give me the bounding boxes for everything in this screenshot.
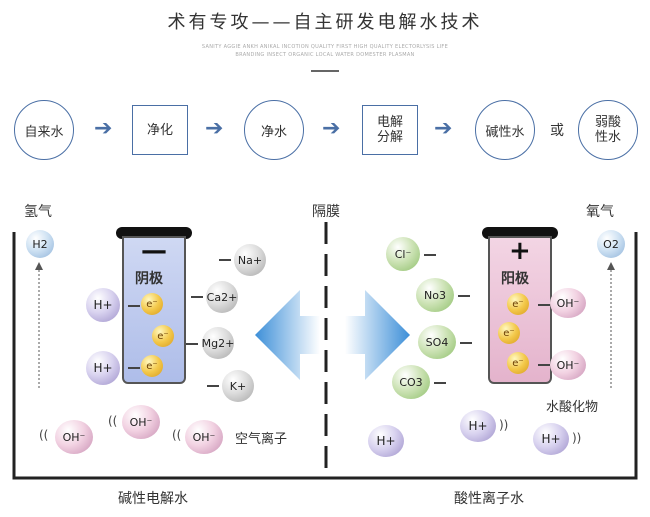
ion-oh: OH⁻ xyxy=(550,288,586,318)
o2-rise-arrowhead xyxy=(607,262,615,270)
membrane-label: 隔膜 xyxy=(312,204,340,220)
flow-arrow-icon: ➔ xyxy=(434,116,453,141)
cathode-electron: e⁻ xyxy=(141,293,163,315)
cathode-sign: — xyxy=(141,236,167,266)
dash-icon xyxy=(219,259,231,261)
flow-weak-acid-water: 弱酸性水 xyxy=(578,100,638,160)
alkaline-electrolyzed-water-label: 碱性电解水 xyxy=(118,491,188,507)
ion-oh: OH⁻ xyxy=(55,420,93,454)
flow-arrow-icon: ➔ xyxy=(205,116,224,141)
ion-h-plus: H+ xyxy=(86,288,120,322)
dash-icon xyxy=(128,367,140,369)
dash-icon xyxy=(424,254,436,256)
flow-or: 或 xyxy=(550,123,564,139)
ion-k: K+ xyxy=(222,370,254,402)
ion-oh: OH⁻ xyxy=(550,350,586,380)
dash-icon xyxy=(458,295,470,297)
page-title: 术有专攻——自主研发电解水技术 xyxy=(167,12,483,33)
wave-icon: (( xyxy=(39,428,49,442)
dash-icon xyxy=(186,343,198,345)
migration-arrow-left xyxy=(255,290,320,380)
dash-icon xyxy=(128,305,140,307)
wave-icon: (( xyxy=(172,428,182,442)
ion-co3: CO3 xyxy=(392,365,430,399)
ion-o2: O2 xyxy=(597,230,625,258)
hydroxide-label: 水酸化物 xyxy=(546,400,599,415)
flow-tap-water: 自来水 xyxy=(14,100,74,160)
title-divider xyxy=(311,70,339,72)
anode-electron: e⁻ xyxy=(498,322,520,344)
subtitle-line-1: SANITY AGGIE ANKH ANIKAL INCOTION QUALIT… xyxy=(201,44,449,50)
dash-icon xyxy=(191,296,203,298)
flow-alkaline-water: 碱性水 xyxy=(475,100,535,160)
hydrogen-label: 氢气 xyxy=(24,204,52,220)
flow-electrolysis: 电解分解 xyxy=(362,105,418,155)
anode-electron: e⁻ xyxy=(507,352,529,374)
dash-icon xyxy=(434,382,446,384)
ion-h-plus: H+ xyxy=(460,410,496,442)
anode-label: 阳极 xyxy=(501,271,529,287)
cathode-electron: e⁻ xyxy=(152,325,174,347)
migration-arrow-right xyxy=(345,290,410,380)
ion-h-plus: H+ xyxy=(368,425,404,457)
ion-h-plus: H+ xyxy=(86,351,120,385)
flow-arrow-icon: ➔ xyxy=(322,116,341,141)
ion-h2: H2 xyxy=(26,230,54,258)
wave-icon: )) xyxy=(499,418,509,432)
h2-rise-arrowhead xyxy=(35,262,43,270)
ion-cl: Cl⁻ xyxy=(386,237,420,271)
ion-no3: No3 xyxy=(416,278,454,312)
ion-oh: OH⁻ xyxy=(122,405,160,439)
ion-oh: OH⁻ xyxy=(185,420,223,454)
flow-arrow-icon: ➔ xyxy=(94,116,113,141)
oxygen-label: 氧气 xyxy=(586,204,614,220)
ion-ca: Ca2+ xyxy=(206,281,238,313)
anode-sign: + xyxy=(509,236,531,266)
subtitle-line-2: BRANDING INSECT ORGANIC LOCAL WATER DOME… xyxy=(235,52,415,58)
acidic-ionized-water-label: 酸性离子水 xyxy=(454,491,524,507)
wave-icon: )) xyxy=(572,431,582,445)
dash-icon xyxy=(460,342,472,344)
ion-so4: SO4 xyxy=(418,325,456,359)
air-ions-label: 空气离子 xyxy=(235,432,288,447)
flow-purify: 净化 xyxy=(132,105,188,155)
flow-clean-water: 净水 xyxy=(244,100,304,160)
cathode-label: 阴极 xyxy=(135,271,163,287)
wave-icon: (( xyxy=(108,414,118,428)
ion-h-plus: H+ xyxy=(533,423,569,455)
dash-icon xyxy=(538,364,550,366)
anode-electron: e⁻ xyxy=(507,293,529,315)
ion-mg: Mg2+ xyxy=(202,327,234,359)
cathode-electron: e⁻ xyxy=(141,355,163,377)
ion-na: Na+ xyxy=(234,244,266,276)
dash-icon xyxy=(538,304,550,306)
dash-icon xyxy=(207,385,219,387)
